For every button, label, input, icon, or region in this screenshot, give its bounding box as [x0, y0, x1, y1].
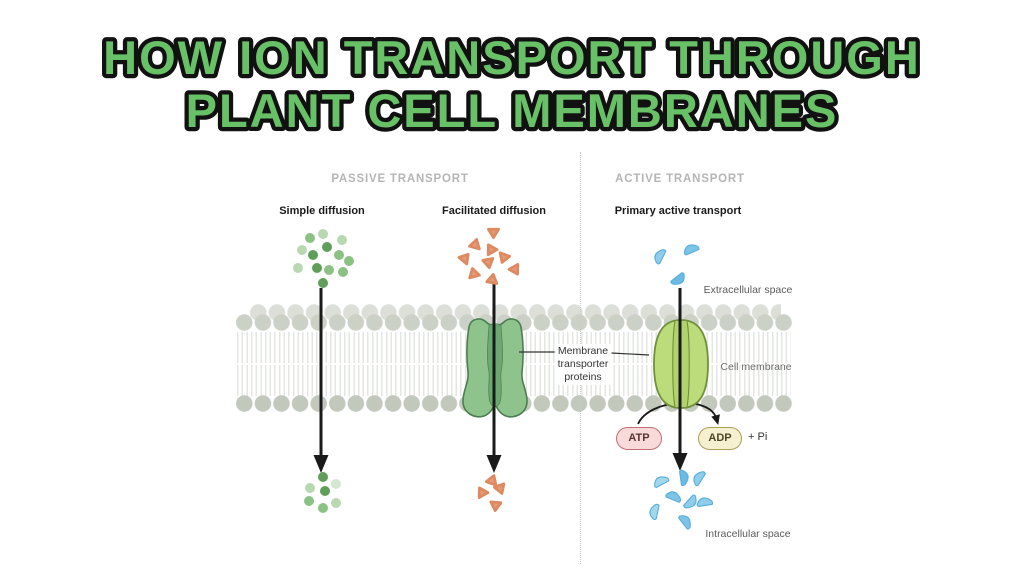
- label-cell-membrane: Cell membrane: [720, 361, 792, 373]
- ion-dot: [318, 472, 328, 482]
- ion-wedge: [650, 246, 673, 269]
- label-facilitated-diffusion: Facilitated diffusion: [442, 205, 546, 217]
- ion-dot: [334, 250, 344, 260]
- molecule-triangle: [484, 270, 499, 285]
- label-extracellular-space: Extracellular space: [703, 284, 793, 296]
- molecule-triangle: [506, 261, 524, 279]
- transporter-label-line1: Membrane: [557, 345, 609, 357]
- ion-dot: [320, 486, 330, 496]
- transport-arrow-shafts: [319, 279, 682, 457]
- molecule-triangle: [472, 482, 490, 500]
- molecule-triangle: [480, 255, 495, 270]
- transporter-label-line3: proteins: [564, 371, 602, 383]
- molecule-triangle: [488, 499, 502, 513]
- molecule-triangle: [467, 235, 483, 251]
- ion-dot: [305, 233, 315, 243]
- molecule-triangle: [492, 481, 509, 498]
- ion-dot: [331, 479, 341, 489]
- ion-wedge: [651, 473, 671, 493]
- ion-dot: [318, 278, 328, 288]
- transport-arrow-heads: [313, 453, 688, 473]
- molecule-triangle: [495, 250, 512, 267]
- title-line-1: HOW ION TRANSPORT THROUGH: [103, 31, 921, 84]
- ion-dot: [297, 245, 307, 255]
- label-membrane-transporter-proteins: Membrane transporter proteins: [554, 344, 612, 385]
- ion-wedge: [660, 486, 683, 509]
- ion-dot: [304, 496, 314, 506]
- ion-wedge: [679, 490, 699, 510]
- ion-dot: [337, 235, 347, 245]
- page-title: HOW ION TRANSPORT THROUGH PLANT CELL MEM…: [99, 27, 923, 142]
- heading-active-transport: ACTIVE TRANSPORT: [615, 173, 745, 185]
- molecule-triangle: [465, 264, 481, 280]
- ion-dot: [344, 256, 354, 266]
- ion-dot: [312, 263, 322, 273]
- title-line-2: PLANT CELL MEMBRANES: [186, 84, 839, 137]
- ion-wedge: [644, 500, 668, 524]
- ion-dot: [338, 267, 348, 277]
- ion-dot: [305, 483, 315, 493]
- label-simple-diffusion: Simple diffusion: [279, 205, 365, 217]
- adp-badge: ADP: [698, 427, 742, 450]
- ion-dot: [308, 250, 318, 260]
- ion-dot: [318, 503, 328, 513]
- atp-badge: ATP: [616, 427, 662, 450]
- heading-passive-transport: PASSIVE TRANSPORT: [331, 173, 469, 185]
- ion-dot: [318, 229, 328, 239]
- molecule-triangle: [484, 471, 501, 488]
- ion-wedge: [681, 241, 702, 262]
- ion-wedge: [669, 465, 692, 488]
- ion-dot: [322, 242, 332, 252]
- label-plus-pi: + Pi: [748, 431, 768, 443]
- molecule-triangle: [486, 227, 500, 240]
- molecule-triangle: [481, 239, 499, 257]
- label-intracellular-space: Intracellular space: [705, 528, 791, 540]
- ion-dot: [331, 498, 341, 508]
- molecule-triangle: [456, 248, 474, 266]
- ion-wedge: [675, 514, 692, 531]
- label-primary-active-transport: Primary active transport: [614, 205, 742, 217]
- ion-wedge: [689, 468, 711, 490]
- transporter-leader-lines: [519, 351, 650, 356]
- ion-dot: [293, 263, 303, 273]
- ion-dot: [324, 265, 334, 275]
- ion-wedge: [692, 492, 715, 515]
- transporter-label-line2: transporter: [557, 358, 609, 370]
- ion-wedge: [669, 269, 686, 286]
